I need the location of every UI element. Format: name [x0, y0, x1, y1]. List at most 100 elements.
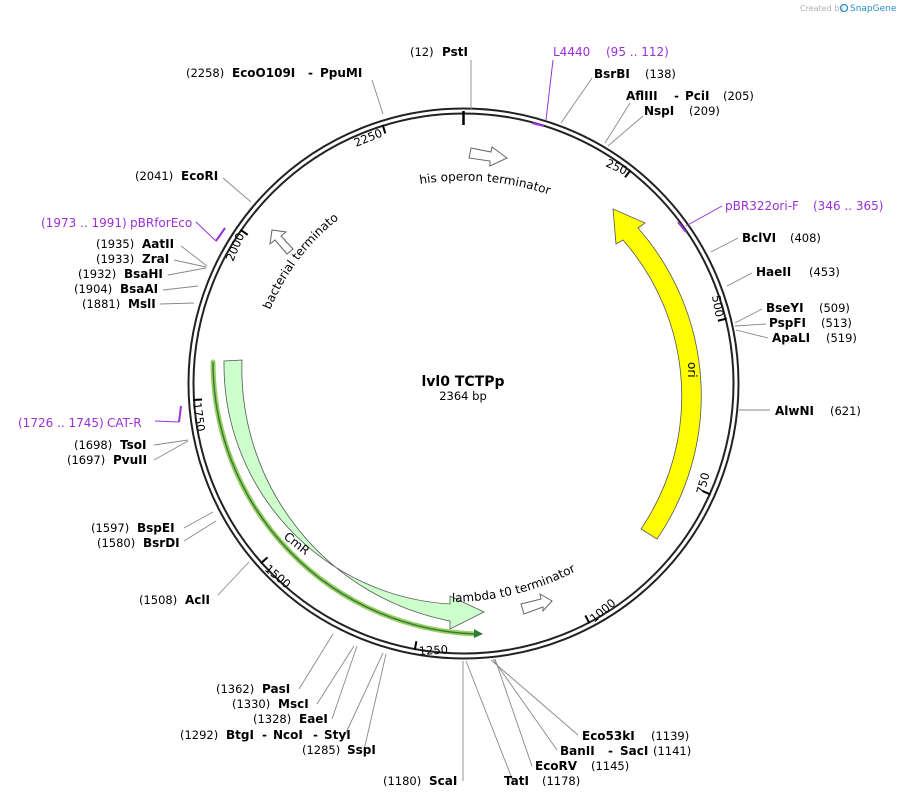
site-bspei-position: (1597)	[91, 521, 129, 535]
site-bsrbi: BsrBI	[594, 67, 630, 81]
tick-label-250: 250	[604, 156, 630, 178]
site-pasi-position: (1362)	[216, 682, 254, 696]
site-banii: BanII	[560, 744, 595, 758]
site-tsoi: TsoI	[120, 438, 146, 452]
site-pasi: PasI	[262, 682, 290, 696]
cmr-label: CmR	[281, 529, 312, 558]
site-banii-position: (1141)	[653, 744, 691, 758]
site-pvuii-position: (1697)	[67, 453, 105, 467]
site-btgi: BtgI	[226, 728, 254, 742]
site-afliii: AflIII	[626, 89, 658, 103]
site-nspi-position: (209)	[689, 104, 720, 118]
site-bsaai-position: (1904)	[74, 282, 112, 296]
site-ecori: EcoRI	[181, 169, 218, 183]
site-apali: ApaLI	[772, 331, 810, 345]
site-eco53ki-position: (1139)	[651, 729, 689, 743]
site-ncoi: NcoI	[273, 728, 303, 742]
plasmid-length: 2364 bp	[439, 389, 487, 403]
site-ecorv-position: (1145)	[591, 759, 629, 773]
tick-mark-500	[717, 317, 727, 322]
primer-pbr322ori-range: (346 .. 365)	[813, 199, 883, 213]
tick-label-1750: 1750	[190, 401, 208, 432]
primer-l4440-range: (95 .. 112)	[606, 45, 669, 59]
site-haeii-position: (453)	[809, 265, 840, 279]
ori-feature	[612, 208, 702, 540]
site-btgi-sep1: -	[262, 728, 267, 742]
site-bsahi-position: (1932)	[78, 267, 116, 281]
site-afliii-position: (205)	[723, 89, 754, 103]
site-tsoi-position: (1698)	[74, 438, 112, 452]
site-bseyi-position: (509)	[819, 301, 850, 315]
site-pvuii: PvuII	[113, 453, 147, 467]
site-aatii-position: (1935)	[96, 237, 134, 251]
site-btgi-position: (1292)	[180, 728, 218, 742]
site-msci-position: (1330)	[232, 697, 270, 711]
site-eco0109i-position: (2258)	[186, 66, 224, 80]
tick-mark-2250	[381, 124, 387, 134]
cmr-orf-line	[212, 361, 477, 635]
site-styi: StyI	[324, 728, 351, 742]
site-eco53ki: Eco53kI	[582, 729, 635, 743]
primer-pbrforeco-range: (1973 .. 1991)	[41, 216, 127, 230]
site-pspfi: PspFI	[769, 316, 806, 330]
site-msli: MslI	[128, 297, 156, 311]
site-aatii: AatII	[142, 237, 174, 251]
site-tati-position: (1178)	[542, 774, 580, 788]
site-eco0109i-sep: -	[308, 66, 313, 80]
his-terminator-label: his operon terminator	[418, 170, 552, 198]
site-sspi-position: (1285)	[302, 743, 340, 757]
primer-leaders	[154, 59, 723, 423]
site-alwni-position: (621)	[830, 404, 861, 418]
site-pspfi-position: (513)	[821, 316, 852, 330]
tick-mark-1250	[413, 641, 418, 651]
site-eco0109i: EcoO109I	[232, 66, 295, 80]
bacterial-terminator-label: bacterial terminator	[0, 0, 341, 311]
credit-brand: SnapGene	[850, 4, 897, 14]
backbone-outer	[187, 107, 740, 660]
bacterial-terminator-arrow-icon	[269, 229, 294, 255]
snapgene-logo-icon	[839, 3, 849, 13]
tick-label-500: 500	[709, 294, 727, 318]
tick-mark-250	[624, 169, 632, 178]
site-bseyi: BseYI	[766, 301, 804, 315]
credit-text: Created by	[800, 4, 844, 13]
primer-pbrforeco: pBRforEco	[130, 216, 192, 230]
site-bsahi: BsaHI	[124, 267, 163, 281]
cmr-orf-highlight	[210, 359, 479, 637]
site-afliii-sep: -	[674, 89, 679, 103]
site-tati: TatI	[504, 774, 529, 788]
ori-label: ori	[685, 362, 699, 378]
site-ppumi: PpuMI	[320, 66, 362, 80]
site-sspi: SspI	[347, 743, 376, 757]
primer-catr: CAT-R	[107, 416, 142, 430]
tick-mark-1750	[192, 398, 203, 402]
site-zrai: ZraI	[142, 252, 169, 266]
site-acli: AclI	[185, 593, 210, 607]
site-bclvi: BclVI	[742, 231, 776, 245]
site-acli-position: (1508)	[139, 593, 177, 607]
site-scai-position: (1180)	[383, 774, 421, 788]
tick-label-1250: 1250	[418, 642, 448, 658]
primer-catr-range: (1726 .. 1745)	[18, 416, 104, 430]
site-eaei: EaeI	[299, 712, 328, 726]
plasmid-name: lvl0 TCTPp	[422, 374, 505, 390]
tick-label-750: 750	[693, 471, 712, 496]
site-msci: MscI	[278, 697, 309, 711]
site-leaders	[153, 60, 770, 782]
site-msli-position: (1881)	[82, 297, 120, 311]
site-bsrdi: BsrDI	[143, 536, 180, 550]
tick-mark-2000	[239, 228, 249, 236]
cmr-feature	[223, 359, 485, 630]
site-scai: ScaI	[429, 774, 457, 788]
site-nspi: NspI	[644, 104, 674, 118]
primer-l4440: L4440	[553, 45, 590, 59]
site-eaei-position: (1328)	[253, 712, 291, 726]
primer-pbr322ori: pBR322ori-F	[725, 199, 799, 213]
site-saci: SacI	[620, 744, 648, 758]
site-bsrbi-position: (138)	[645, 67, 676, 81]
site-alwni: AlwNI	[775, 404, 814, 418]
site-psti: PstI	[442, 45, 468, 59]
his-terminator-arrow-icon	[468, 146, 508, 167]
site-bsrdi-position: (1580)	[97, 536, 135, 550]
